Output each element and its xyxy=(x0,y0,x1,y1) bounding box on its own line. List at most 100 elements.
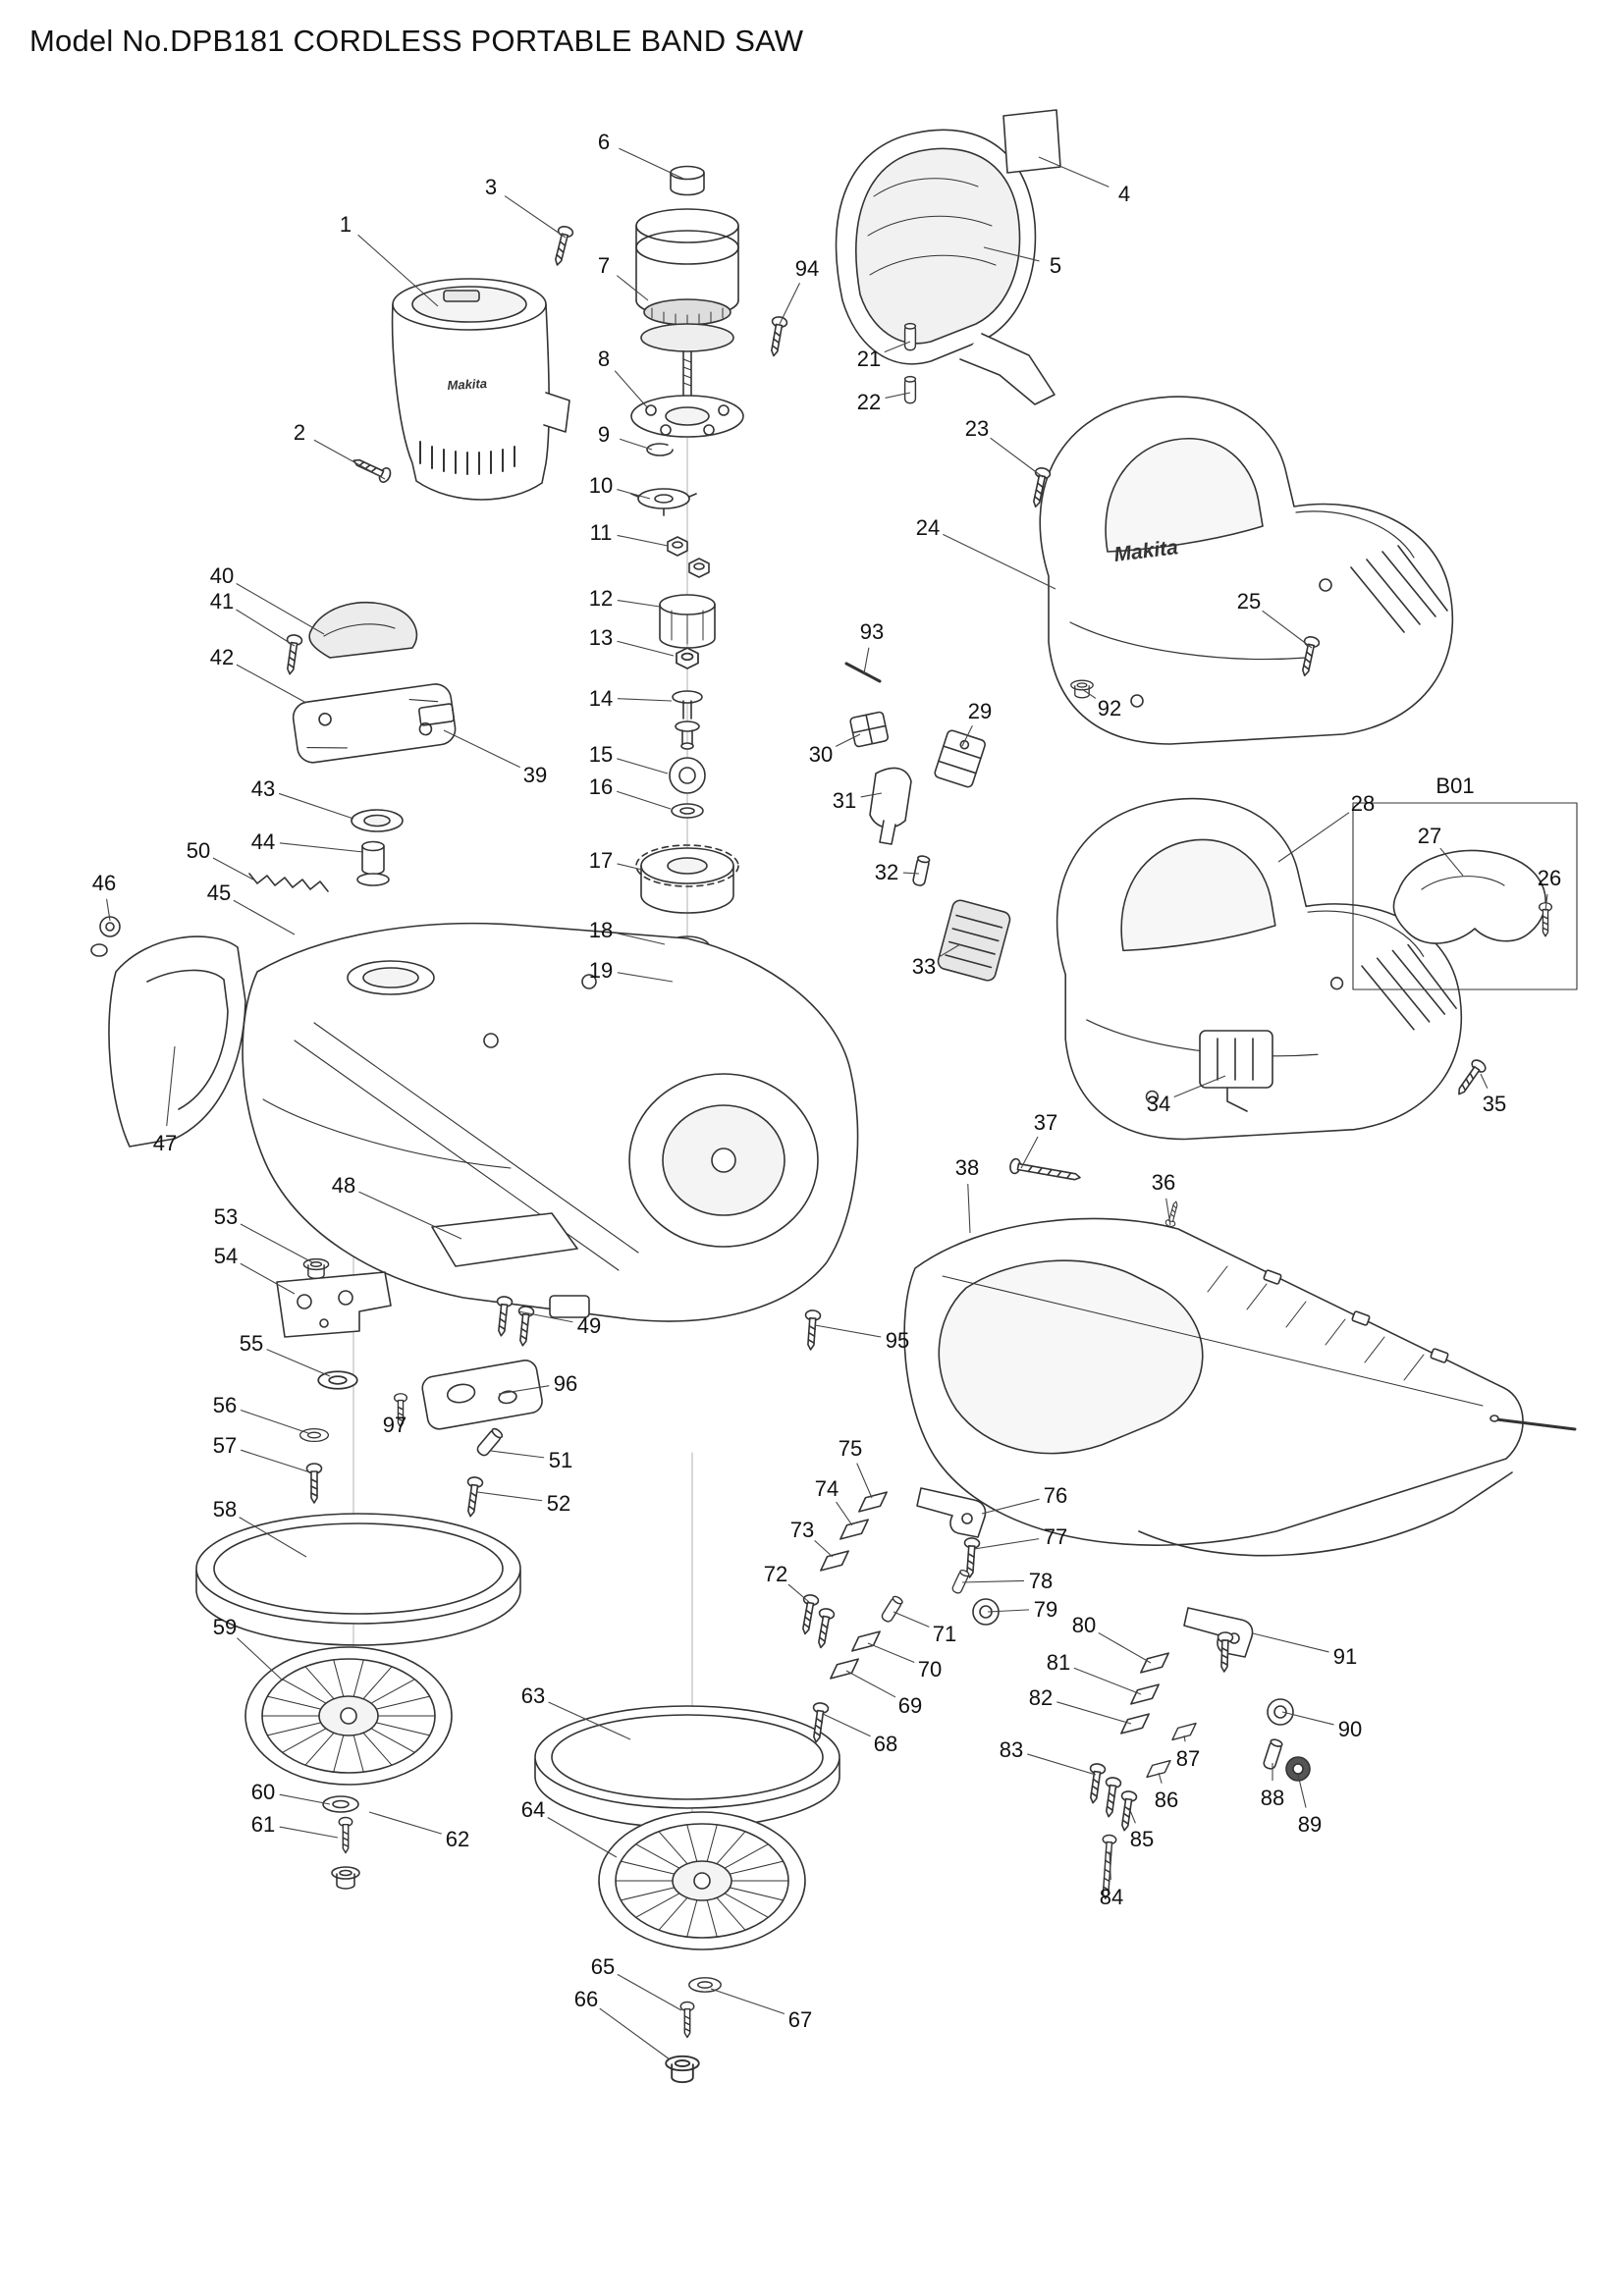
leader-line-51 xyxy=(490,1450,545,1459)
left-fasteners-art xyxy=(276,1257,822,1519)
part-label-34: 34 xyxy=(1147,1092,1170,1116)
part-label-76: 76 xyxy=(1044,1483,1067,1508)
leader-line-67 xyxy=(710,1988,785,2015)
part-label-83: 83 xyxy=(1000,1737,1023,1762)
part-label-56: 56 xyxy=(213,1393,237,1417)
part-label-17: 17 xyxy=(589,848,613,873)
part-label-31: 31 xyxy=(833,788,856,813)
part-label-45: 45 xyxy=(207,881,231,905)
leader-line-31 xyxy=(860,792,883,798)
leader-line-36 xyxy=(1165,1198,1171,1226)
part-label-81: 81 xyxy=(1047,1650,1070,1675)
leader-line-13 xyxy=(617,640,675,657)
part-label-74: 74 xyxy=(815,1476,839,1501)
part-label-43: 43 xyxy=(251,776,275,801)
leader-line-87 xyxy=(1183,1735,1186,1742)
leader-line-95 xyxy=(814,1324,882,1338)
part-label-67: 67 xyxy=(788,2007,812,2032)
leader-line-77 xyxy=(973,1538,1040,1550)
part-label-57: 57 xyxy=(213,1433,237,1458)
leader-line-90 xyxy=(1281,1711,1334,1726)
part-label-50: 50 xyxy=(187,838,210,863)
part-label-95: 95 xyxy=(886,1328,909,1353)
part-label-21: 21 xyxy=(857,347,881,371)
leader-line-44 xyxy=(279,842,364,853)
rear-cover-art xyxy=(835,109,1061,405)
leader-lines xyxy=(106,147,1548,2060)
part-label-54: 54 xyxy=(214,1244,238,1268)
leader-line-18 xyxy=(617,933,666,945)
leader-line-69 xyxy=(845,1670,896,1698)
battery-terminal-art xyxy=(1199,1030,1273,1112)
part-label-47: 47 xyxy=(153,1131,177,1155)
leader-line-64 xyxy=(547,1817,618,1858)
leader-line-79 xyxy=(987,1609,1030,1613)
leader-line-75 xyxy=(856,1463,873,1499)
leader-line-62 xyxy=(368,1811,442,1835)
part-label-16: 16 xyxy=(589,774,613,799)
leader-line-60 xyxy=(279,1793,331,1805)
part-label-75: 75 xyxy=(839,1436,862,1461)
leader-line-94 xyxy=(779,283,800,325)
part-label-89: 89 xyxy=(1298,1812,1322,1837)
leader-line-11 xyxy=(617,534,669,547)
part-label-78: 78 xyxy=(1029,1569,1053,1593)
part-label-2: 2 xyxy=(294,420,305,445)
leader-line-15 xyxy=(617,758,669,774)
leader-line-8 xyxy=(614,370,649,409)
leader-line-2 xyxy=(313,439,386,480)
part-label-42: 42 xyxy=(210,645,234,669)
part-label-38: 38 xyxy=(955,1155,979,1180)
part-label-65: 65 xyxy=(591,1954,615,1979)
leader-line-37 xyxy=(1020,1136,1039,1169)
part-label-69: 69 xyxy=(898,1693,922,1718)
leader-line-32 xyxy=(902,872,920,875)
part-label-36: 36 xyxy=(1152,1170,1175,1195)
base-plate-art xyxy=(903,1217,1577,1557)
part-label-60: 60 xyxy=(251,1780,275,1804)
leader-line-58 xyxy=(239,1517,307,1558)
leader-line-54 xyxy=(240,1262,296,1295)
leader-line-48 xyxy=(358,1191,462,1240)
leader-line-92 xyxy=(1081,688,1097,699)
part-label-86: 86 xyxy=(1155,1788,1178,1812)
leader-line-96 xyxy=(498,1385,550,1395)
leader-line-55 xyxy=(266,1349,331,1377)
leader-line-65 xyxy=(617,1973,682,2011)
part-label-64: 64 xyxy=(521,1797,545,1822)
part-label-62: 62 xyxy=(446,1827,469,1851)
leader-line-10 xyxy=(617,489,651,500)
leader-line-52 xyxy=(476,1491,543,1502)
leader-line-91 xyxy=(1252,1632,1329,1653)
leader-line-83 xyxy=(1027,1753,1097,1776)
part-label-7: 7 xyxy=(598,253,610,278)
leader-line-16 xyxy=(617,790,672,810)
leader-line-70 xyxy=(867,1642,915,1664)
part-label-19: 19 xyxy=(589,958,613,983)
part-label-5: 5 xyxy=(1050,253,1061,278)
leader-line-6 xyxy=(619,147,684,180)
pin-93-art xyxy=(844,662,882,683)
part-label-29: 29 xyxy=(968,699,992,723)
leader-line-39 xyxy=(443,729,520,769)
part-label-10: 10 xyxy=(589,473,613,498)
part-label-40: 40 xyxy=(210,563,234,588)
part-label-94: 94 xyxy=(795,256,819,281)
leader-line-23 xyxy=(990,437,1044,478)
leader-line-27 xyxy=(1439,847,1464,877)
part-label-82: 82 xyxy=(1029,1685,1053,1710)
leader-line-53 xyxy=(240,1223,313,1263)
bearing-plate-art xyxy=(630,395,744,438)
leader-line-66 xyxy=(599,2007,671,2060)
switch-cluster-art xyxy=(849,711,1011,982)
part-label-97: 97 xyxy=(383,1413,406,1437)
leader-line-61 xyxy=(279,1826,339,1839)
leader-line-7 xyxy=(616,275,649,301)
upper-wheel-art xyxy=(195,1513,521,1890)
leader-line-17 xyxy=(617,863,643,871)
leader-line-80 xyxy=(1098,1631,1152,1664)
part-label-72: 72 xyxy=(764,1562,787,1586)
part-label-13: 13 xyxy=(589,625,613,650)
